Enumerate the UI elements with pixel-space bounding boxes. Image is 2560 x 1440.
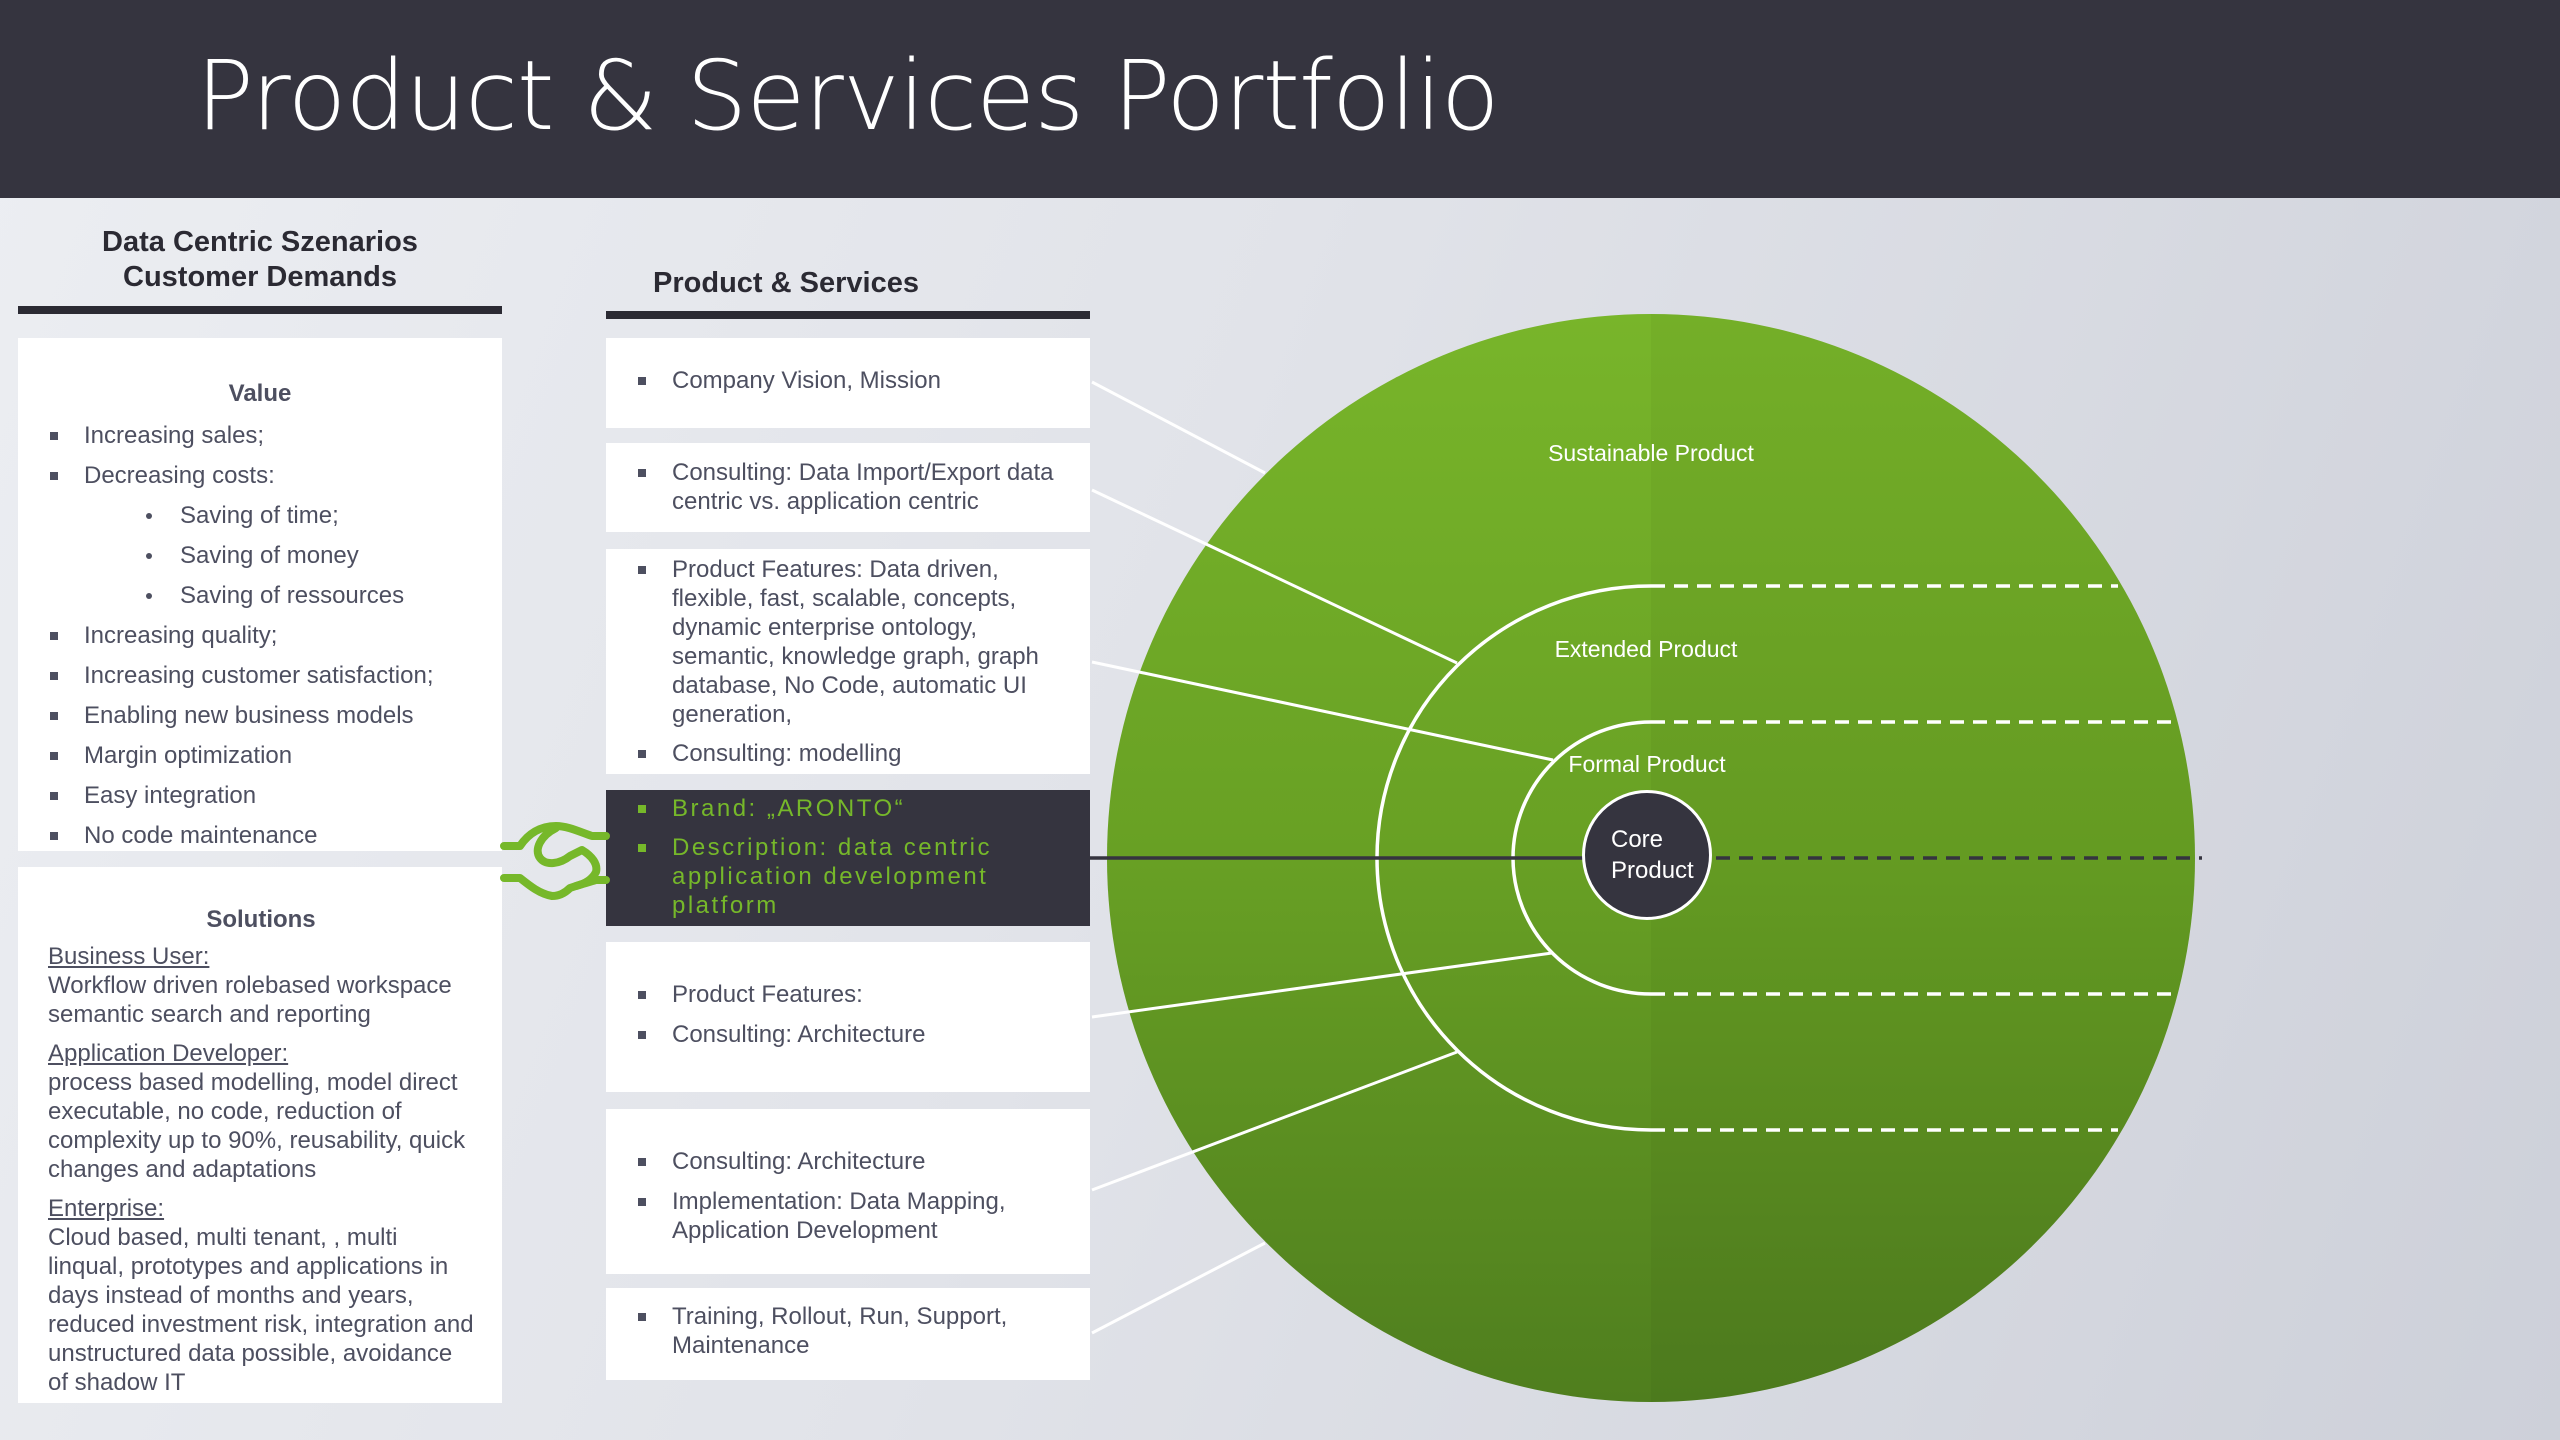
cost-sublist: Saving of time; Saving of money Saving o… (18, 496, 502, 616)
solution-section-enterprise: Enterprise: Cloud based, multi tenant, ,… (48, 1194, 474, 1397)
page-title: Product & Services Portfolio (196, 40, 1500, 152)
connector-line (1091, 488, 1458, 665)
list-item: Consulting: modelling (606, 739, 1060, 768)
middle-column-heading: Product & Services (653, 267, 919, 299)
list-item: Saving of money (18, 536, 502, 576)
list-item: Consulting: Architecture (606, 1147, 1070, 1176)
connector-line (1091, 380, 1266, 475)
handshake-icon (500, 822, 610, 900)
list-item: Implementation: Data Mapping, Applicatio… (606, 1187, 1070, 1245)
left-heading-line2: Customer Demands (123, 261, 397, 293)
header-bar: Product & Services Portfolio (0, 0, 2560, 198)
description-item: Description: data centric application de… (606, 833, 1030, 920)
service-box-2: Consulting: Data Import/Export data cent… (606, 443, 1090, 532)
brand-item: Brand: „ARONTO“ (606, 794, 1030, 823)
list-item: Saving of ressources (18, 576, 502, 616)
connector-line (1091, 660, 1554, 762)
solution-text: Cloud based, multi tenant, , multi linqu… (48, 1224, 474, 1396)
list-item: Saving of time; (18, 496, 502, 536)
service-box-1: Company Vision, Mission (606, 338, 1090, 428)
list-item: Increasing customer satisfaction; (18, 656, 502, 696)
service-box-3: Product Features: Data driven, flexible,… (606, 549, 1090, 774)
extended-product-label: Extended Product (1554, 636, 1738, 662)
connector-line (1091, 951, 1553, 1019)
value-box-title: Value (228, 380, 292, 407)
list-item: No code maintenance (18, 816, 502, 856)
solution-label: Business User: (48, 943, 210, 970)
core-label-line2: Product (1611, 857, 1694, 884)
value-list-continued: Increasing quality; Increasing customer … (18, 616, 502, 856)
service-box-7: Training, Rollout, Run, Support, Mainten… (606, 1288, 1090, 1380)
core-product-circle: Core Product (1582, 790, 1712, 920)
left-column-heading: Data Centric Szenarios Customer Demands (18, 225, 502, 295)
core-label-line1: Core (1611, 826, 1664, 853)
list-item: Company Vision, Mission (606, 366, 1090, 395)
list-item: Consulting: Data Import/Export data cent… (606, 458, 1070, 516)
solutions-box: Solutions Business User: Workflow driven… (18, 867, 502, 1403)
solution-label: Application Developer: (48, 1040, 289, 1067)
list-item: Easy integration (18, 776, 502, 816)
value-box: Value Increasing sales; Decreasing costs… (18, 338, 502, 851)
connector-line (1091, 1050, 1458, 1192)
solution-section-business-user: Business User: Workflow driven rolebased… (48, 942, 474, 1029)
left-heading-line1: Data Centric Szenarios (102, 226, 418, 258)
list-item: Margin optimization (18, 736, 502, 776)
solution-text: Workflow driven rolebased workspace sema… (48, 972, 452, 1028)
list-item: Enabling new business models (18, 696, 502, 736)
solution-text: process based modelling, model direct ex… (48, 1069, 466, 1183)
solution-section-app-developer: Application Developer: process based mod… (48, 1039, 474, 1184)
value-list: Increasing sales; Decreasing costs: (18, 416, 502, 496)
connector-lines (1091, 380, 1554, 1335)
service-box-5: Product Features: Consulting: Architectu… (606, 942, 1090, 1092)
list-item: Training, Rollout, Run, Support, Mainten… (606, 1302, 1030, 1360)
brand-box: Brand: „ARONTO“ Description: data centri… (606, 790, 1090, 926)
list-item: Consulting: Architecture (606, 1020, 1090, 1049)
service-box-6: Consulting: Architecture Implementation:… (606, 1109, 1090, 1274)
list-item: Product Features: (606, 980, 1090, 1009)
solutions-box-title: Solutions (206, 906, 316, 933)
middle-heading-rule (606, 311, 1090, 319)
list-item: Increasing quality; (18, 616, 502, 656)
formal-product-label: Formal Product (1568, 751, 1726, 777)
solution-label: Enterprise: (48, 1195, 165, 1222)
list-item: Decreasing costs: (18, 456, 502, 496)
list-item: Increasing sales; (18, 416, 502, 456)
left-heading-rule (18, 306, 502, 314)
connector-line (1091, 1241, 1266, 1335)
list-item: Product Features: Data driven, flexible,… (606, 555, 1060, 729)
sustainable-product-label: Sustainable Product (1548, 440, 1754, 466)
